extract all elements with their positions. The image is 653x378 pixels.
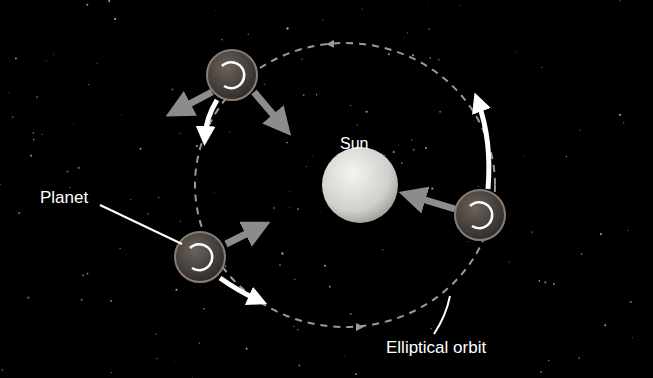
planet-label: Planet — [40, 188, 88, 208]
orbit-label: Elliptical orbit — [386, 338, 486, 358]
sun-label: Sun — [340, 134, 368, 153]
